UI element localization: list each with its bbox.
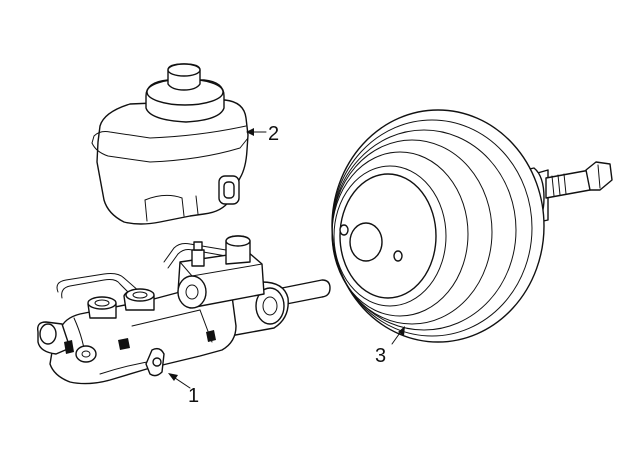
callout-2: 2 [246, 123, 279, 145]
callout-3: 3 [375, 326, 405, 367]
master-cylinder [36, 235, 331, 385]
callout-label-2: 2 [268, 123, 279, 145]
callout-label-1: 1 [188, 385, 199, 407]
callout-1: 1 [168, 373, 199, 407]
callout-label-3: 3 [375, 345, 386, 367]
reservoir [91, 63, 249, 225]
brake-booster [331, 109, 613, 343]
